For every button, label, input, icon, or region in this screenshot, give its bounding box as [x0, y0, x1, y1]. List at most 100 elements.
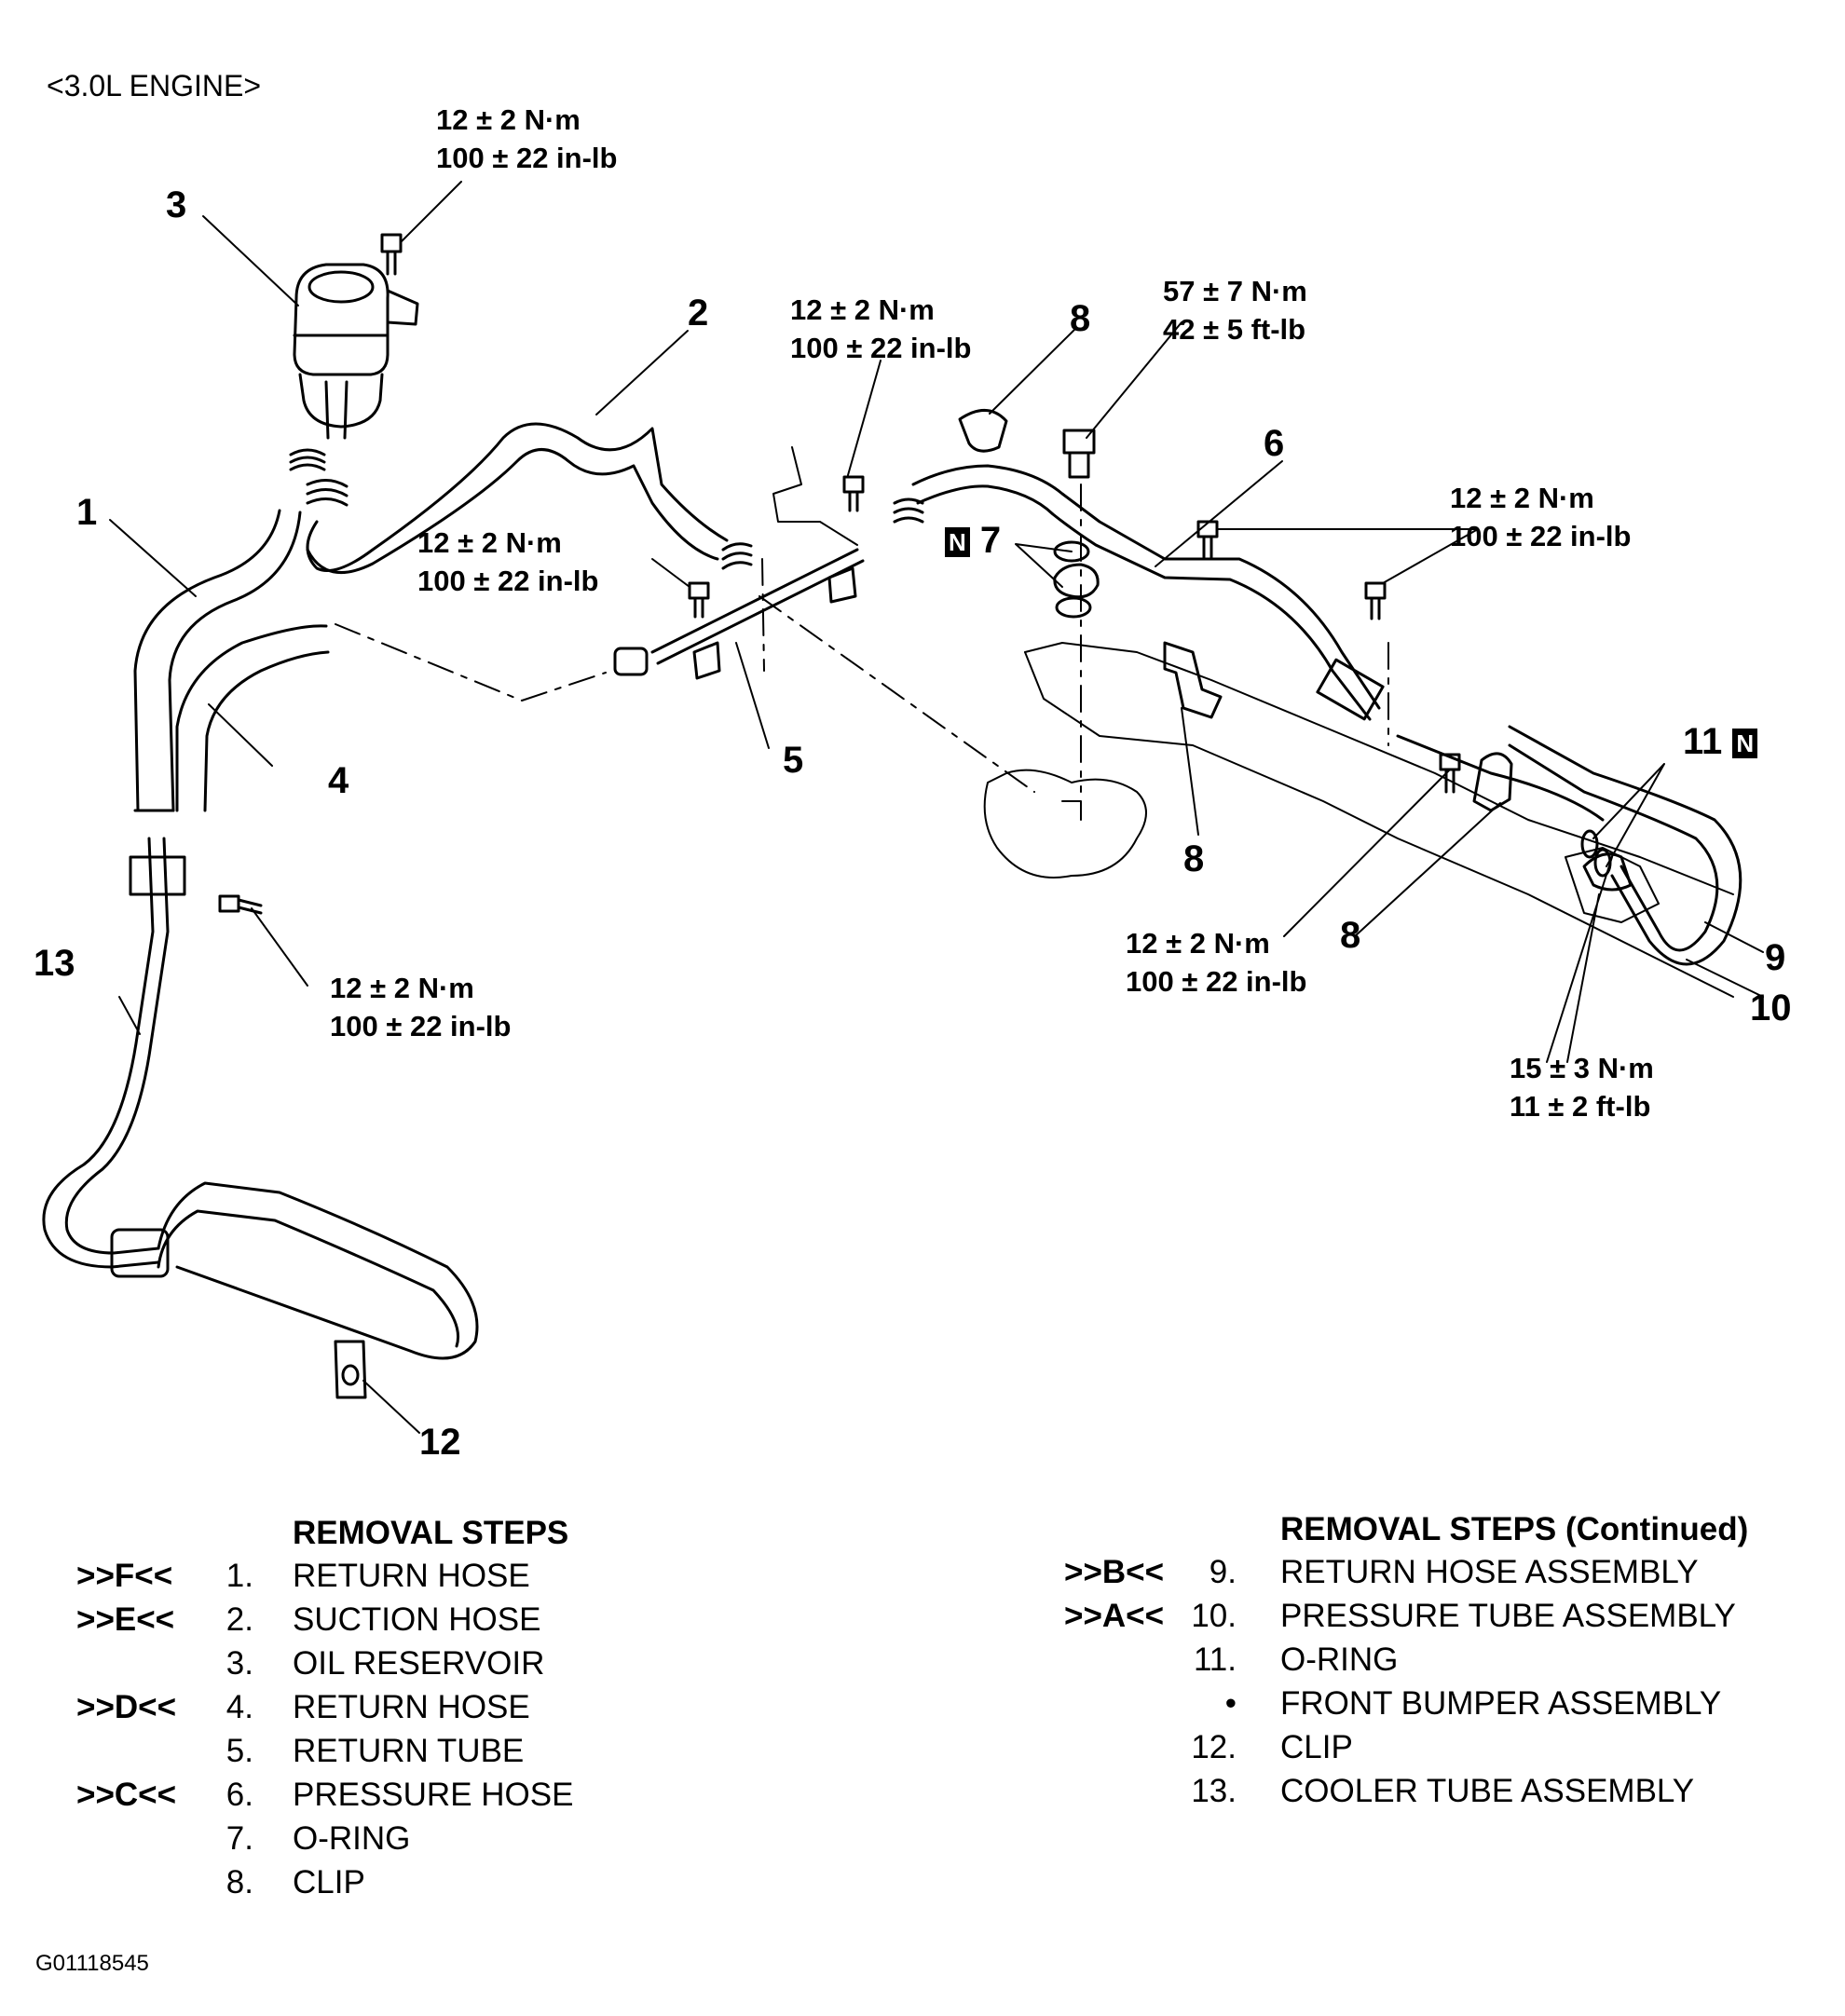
return-tube-clamps — [721, 497, 924, 570]
removal-steps-title: REMOVAL STEPS — [293, 1515, 569, 1551]
reservoir-hose-clamps — [289, 448, 348, 507]
removal-steps-list-right: >>B<< 9. RETURN HOSE ASSEMBLY >>A<< 10. PRESS… — [1064, 1554, 1828, 1817]
step-label: SUCTION HOSE — [293, 1601, 541, 1638]
tube-assemblies-9-10 — [1508, 725, 1742, 966]
step-number: 13. — [1191, 1773, 1237, 1809]
callout-11: 11 N — [1683, 721, 1758, 762]
callout-12: 12 — [419, 1422, 461, 1463]
removal-step: 13. COOLER TUBE ASSEMBLY — [1064, 1773, 1828, 1817]
step-code: >>E<< — [76, 1601, 175, 1638]
step-number: 10. — [1191, 1598, 1237, 1634]
removal-step: 8. CLIP — [76, 1864, 654, 1908]
callout-8-middle: 8 — [1183, 838, 1205, 879]
step-number: 9. — [1209, 1554, 1237, 1590]
o-ring-fitting-7 — [1053, 540, 1100, 619]
clips-8 — [958, 409, 1513, 812]
step-code: >>A<< — [1064, 1598, 1165, 1634]
step-number: 5. — [226, 1733, 253, 1769]
leader-lines — [109, 181, 1764, 1434]
step-code: >>D<< — [76, 1689, 177, 1725]
removal-step: 7. O-RING — [76, 1820, 654, 1864]
callout-7: N 7 — [945, 522, 1001, 559]
step-label: OIL RESERVOIR — [293, 1645, 545, 1682]
new-part-icon: N — [945, 527, 970, 558]
step-label: COOLER TUBE ASSEMBLY — [1280, 1773, 1695, 1809]
engine-header: <3.0L ENGINE> — [47, 69, 262, 102]
removal-step: >>D<< 4. RETURN HOSE — [76, 1689, 654, 1733]
removal-step: >>A<< 10. PRESSURE TUBE ASSEMBLY — [1064, 1598, 1828, 1641]
return-tube-5 — [613, 548, 865, 680]
callout-11-number: 11 — [1683, 721, 1723, 762]
steering-gear-outline — [772, 446, 1734, 998]
step-number: 3. — [226, 1645, 253, 1682]
callout-3: 3 — [166, 184, 187, 225]
union-bolt — [1062, 429, 1096, 479]
step-label: RETURN HOSE — [293, 1689, 530, 1725]
step-number: 4. — [226, 1689, 253, 1725]
step-label: RETURN HOSE ASSEMBLY — [1280, 1554, 1699, 1590]
step-number: 6. — [226, 1777, 253, 1813]
callout-6: 6 — [1264, 423, 1285, 464]
oil-reservoir — [293, 263, 419, 440]
step-label: O-RING — [293, 1820, 411, 1857]
cooler-tube-assembly-13 — [42, 837, 479, 1360]
step-number: 11. — [1193, 1641, 1237, 1678]
step-label: RETURN TUBE — [293, 1733, 525, 1769]
removal-steps-continued-title: REMOVAL STEPS (Continued) — [1280, 1511, 1749, 1547]
reservoir-bolt — [380, 233, 403, 276]
step-code: >>B<< — [1064, 1554, 1165, 1590]
pressure-hose-6 — [911, 464, 1605, 822]
step-number: 8. — [226, 1864, 253, 1900]
step-label: CLIP — [293, 1864, 365, 1900]
mounting-bolts — [218, 475, 1461, 915]
step-number: 1. — [226, 1558, 253, 1594]
removal-step: >>B<< 9. RETURN HOSE ASSEMBLY — [1064, 1554, 1828, 1598]
return-hose-4 — [175, 624, 330, 812]
exploded-view-drawing — [42, 181, 1764, 1434]
callout-13: 13 — [34, 943, 75, 984]
removal-step: 5. RETURN TUBE — [76, 1733, 654, 1777]
callout-10: 10 — [1750, 988, 1792, 1028]
step-label: PRESSURE TUBE ASSEMBLY — [1280, 1598, 1736, 1634]
step-number: 12. — [1191, 1729, 1237, 1765]
callout-9: 9 — [1765, 937, 1786, 978]
step-label: O-RING — [1280, 1641, 1399, 1678]
removal-step: >>E<< 2. SUCTION HOSE — [76, 1601, 654, 1645]
removal-step: 11. O-RING — [1064, 1641, 1828, 1685]
step-number: 2. — [226, 1601, 253, 1638]
step-label: PRESSURE HOSE — [293, 1777, 574, 1813]
step-code: >>F<< — [76, 1558, 173, 1594]
step-label: CLIP — [1280, 1729, 1353, 1765]
callout-8-top: 8 — [1070, 298, 1091, 339]
callout-7-number: 7 — [979, 520, 1002, 561]
clip-12 — [334, 1340, 367, 1399]
callout-1: 1 — [76, 492, 98, 533]
removal-step: • FRONT BUMPER ASSEMBLY — [1064, 1685, 1828, 1729]
removal-steps-list-left: >>F<< 1. RETURN HOSE >>E<< 2. SUCTION HOSE 3. O… — [76, 1558, 654, 1908]
figure-id: G01118545 — [35, 1951, 149, 1976]
callout-8-lower: 8 — [1340, 915, 1361, 956]
removal-step: 12. CLIP — [1064, 1729, 1828, 1773]
removal-step: 3. OIL RESERVOIR — [76, 1645, 654, 1689]
removal-step: >>C<< 6. PRESSURE HOSE — [76, 1777, 654, 1820]
step-number: 7. — [226, 1820, 253, 1857]
callout-2: 2 — [688, 293, 709, 334]
return-hose-1 — [133, 509, 302, 812]
new-part-icon: N — [1732, 729, 1758, 759]
step-code: >>C<< — [76, 1777, 177, 1813]
step-number: • — [1224, 1685, 1237, 1722]
removal-step: >>F<< 1. RETURN HOSE — [76, 1558, 654, 1601]
callout-5: 5 — [783, 740, 804, 781]
suction-hose-2 — [306, 422, 729, 575]
step-label: FRONT BUMPER ASSEMBLY — [1280, 1685, 1722, 1722]
step-label: RETURN HOSE — [293, 1558, 530, 1594]
callout-4: 4 — [328, 760, 349, 801]
